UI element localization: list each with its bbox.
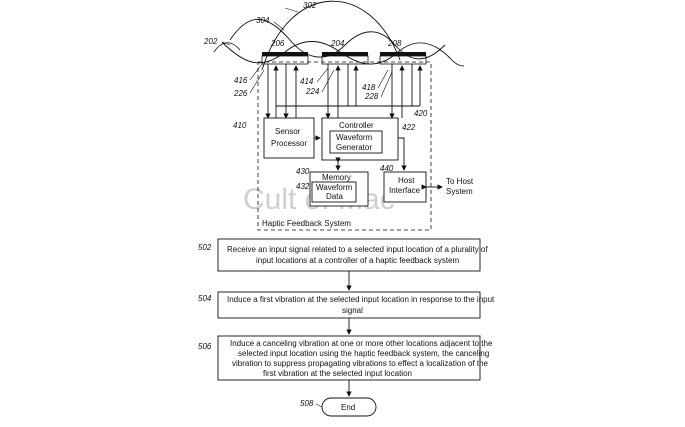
step-502-box	[217, 238, 481, 272]
ref-228: 228	[364, 92, 379, 101]
wave-302	[261, 0, 401, 71]
ref-204: 204	[330, 39, 345, 48]
host-interface-label-2: Interface	[389, 186, 421, 195]
controller-host-arrow	[398, 137, 407, 171]
ref-302: 302	[303, 1, 317, 10]
ref-418: 418	[362, 83, 376, 92]
ref-414: 414	[300, 77, 314, 86]
haptic-system-label: Haptic Feedback System	[262, 219, 351, 228]
ref-432: 432	[296, 182, 310, 191]
ref-224: 224	[305, 87, 320, 96]
to-host-label-2: System	[446, 187, 473, 196]
waveform-data-block	[311, 181, 357, 203]
plate-206	[261, 55, 309, 65]
system-boundary	[257, 61, 432, 231]
waveform-generator-label-2: Generator	[336, 143, 372, 152]
pad-connections	[265, 64, 423, 119]
controller-label: Controller	[339, 121, 374, 130]
ref-202: 202	[203, 37, 218, 46]
ref-440: 440	[380, 164, 394, 173]
waveform-data-label-1: Waveform	[316, 183, 352, 192]
ref-502: 502	[198, 243, 212, 252]
sensor-processor-label-1: Sensor	[275, 127, 301, 136]
pad-206	[262, 52, 308, 56]
waveform-generator-label-1: Waveform	[336, 133, 372, 142]
plate-208	[379, 55, 427, 65]
step-506-line-4: first vibration at the selected input lo…	[263, 369, 412, 378]
ref-508: 508	[300, 399, 314, 408]
ref-420: 420	[414, 109, 428, 118]
step-506-line-2: selected input location using the haptic…	[238, 349, 489, 358]
pad-208	[380, 52, 426, 56]
ref-416: 416	[234, 76, 248, 85]
leader-508	[315, 403, 323, 408]
step-504-box	[217, 291, 481, 319]
step-506-line-1: Induce a canceling vibration at one or m…	[230, 339, 493, 348]
ref-430: 430	[296, 167, 310, 176]
step-504-line-2: signal	[342, 306, 363, 315]
ref-304: 304	[256, 16, 270, 25]
host-interface-label-1: Host	[398, 176, 415, 185]
sensor-processor-label-2: Processor	[271, 139, 307, 148]
end-label: End	[341, 403, 355, 412]
ref-410: 410	[233, 121, 247, 130]
ref-506: 506	[198, 342, 212, 351]
step-502-line-1: Receive an input signal related to a sel…	[227, 245, 488, 254]
step-506-box	[217, 335, 481, 381]
ref-226: 226	[233, 89, 248, 98]
waveform-generator-block	[329, 130, 383, 154]
ref-208: 208	[387, 39, 402, 48]
ref-206: 206	[270, 39, 285, 48]
ref-504: 504	[198, 294, 212, 303]
ref-422: 422	[402, 123, 416, 132]
step-502-line-2: input locations at a controller of a hap…	[256, 256, 460, 265]
wave-left-tail	[213, 42, 241, 53]
step-504-line-1: Induce a first vibration at the selected…	[227, 295, 495, 304]
plate-204	[321, 55, 369, 65]
waveform-data-label-2: Data	[326, 192, 343, 201]
to-host-label-1: To Host	[446, 177, 474, 186]
memory-label: Memory	[322, 173, 351, 182]
step-506-line-3: vibration to suppress propagating vibrat…	[232, 359, 489, 368]
pad-204	[322, 52, 368, 56]
sensor-processor-block	[263, 117, 315, 159]
